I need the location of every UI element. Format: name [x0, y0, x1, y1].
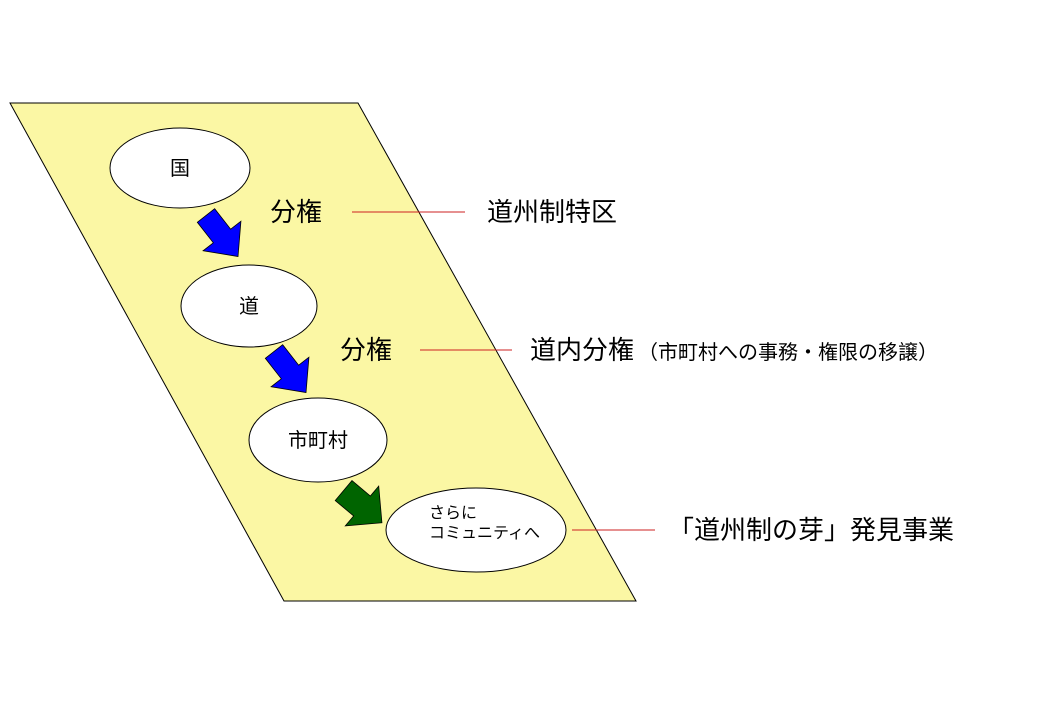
- yellow-band: [9, 102, 637, 602]
- arrow-down-blue-2: [264, 344, 310, 393]
- node-prefecture: [180, 264, 318, 348]
- node-country-label: 国: [170, 156, 190, 180]
- node-municipality: [248, 397, 388, 483]
- node-prefecture-label: 道: [239, 294, 259, 318]
- label-intra-decentralization: 道内分権（市町村への事務・権限の移譲）: [530, 336, 938, 366]
- label-decentralization-2: 分権: [340, 336, 392, 366]
- node-country: [109, 127, 251, 209]
- label-decentralization-1: 分権: [270, 198, 322, 228]
- arrow-down-green: [334, 480, 383, 527]
- node-municipality-label: 市町村: [288, 428, 348, 452]
- label-intra-decentralization-main: 道内分権: [530, 336, 634, 366]
- node-community: [385, 487, 567, 573]
- label-intra-decentralization-note: （市町村への事務・権限の移譲）: [638, 340, 938, 364]
- label-discovery-project: 「道州制の芽」発見事業: [668, 516, 954, 546]
- label-special-zone: 道州制特区: [487, 198, 617, 228]
- node-community-label-1: さらに: [429, 503, 477, 522]
- arrow-down-blue-1: [196, 208, 242, 257]
- node-community-label-2: コミュニティへ: [429, 523, 540, 542]
